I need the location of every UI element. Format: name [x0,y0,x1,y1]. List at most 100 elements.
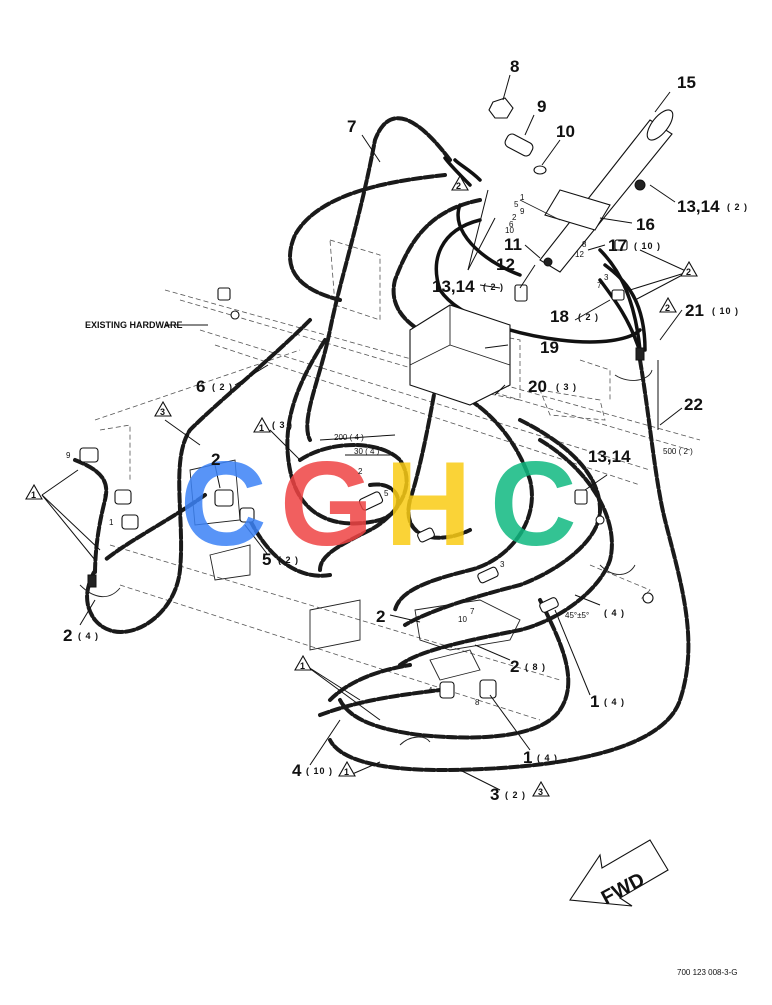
qty-label: ( 2 ) [727,202,748,212]
callout-18: 18 [550,307,569,326]
port-number: 10 [505,226,514,235]
note-triangle [680,260,698,277]
port-number: 8 [475,698,480,707]
callout-1-right: 1 [590,692,599,711]
port-number: 1 [109,518,114,527]
hose-2 [338,598,571,740]
leader-lines [41,74,689,791]
note-triangle [154,400,172,417]
manifold-19 [409,304,511,406]
hose-3 [85,318,312,634]
port-number: 7 [597,281,602,290]
port-number: 2 [512,213,517,222]
port-number: 5 [384,489,389,498]
dimension-500: 500 ( 2 ) [663,447,693,456]
qty-label: ( 4 ) [604,697,625,707]
port-number: 5 [103,493,108,502]
callout-20: 20 [528,377,547,396]
dimension-200: 200 ( 4 ) [334,433,364,442]
callout-13-14-mid: 13,14 [432,277,475,296]
fitting-9 [504,133,534,157]
note-triangles: 2 2 2 3 1 1 1 1 3 [25,174,698,797]
qty-label: ( 3 ) [272,420,293,430]
valve-cylinder [519,109,674,273]
qty-label: ( 2 ) [212,382,233,392]
triangle-label: 1 [31,490,36,500]
port-number: 7 [470,607,475,616]
port-number: 3 [604,273,609,282]
triangle-label: 3 [160,407,165,417]
qty-label: ( 10 ) [634,241,661,251]
note-triangle [25,483,43,500]
qty-label: ( 4 ) [537,753,558,763]
port-number: 1 [520,193,525,202]
watermark-letter: H [385,437,472,571]
port-number: 12 [575,250,584,259]
qty-label: ( 8 ) [525,662,546,672]
qty-label: ( 10 ) [712,306,739,316]
port-number: 4 [428,686,433,695]
note-triangle [253,416,271,433]
callout-9: 9 [537,97,546,116]
drawing-number: 700 123 008-3-G [677,968,738,977]
port-number: 9 [520,207,525,216]
callout-13-14-top: 13,14 [677,197,720,216]
triangle-label: 2 [686,267,691,277]
callout-17: 17 [608,236,627,255]
washer-10 [533,165,547,175]
triangle-label: 1 [344,767,349,777]
fittings [79,97,654,746]
callout-1-low: 1 [523,748,532,767]
callout-10: 10 [556,122,575,141]
triangle-label: 1 [259,423,264,433]
port-numbers: 1 5 9 2 6 10 8 12 3 7 9 5 1 5 2 3 7 10 4… [66,193,609,707]
port-number: 9 [66,451,71,460]
callout-21: 21 [685,301,704,320]
callout-19: 19 [540,338,559,357]
watermark-letter: C [490,437,577,571]
callout-2-far-left: 2 [63,626,72,645]
qty-label: ( 2 ) [505,790,526,800]
watermark: C G H C [180,437,577,571]
callout-2-center: 2 [376,607,385,626]
hose-assemblies [73,116,691,773]
dimension-30: 30 ( 4 ) [354,447,380,456]
fwd-arrow: FWD [569,839,669,909]
port-number: 8 [582,240,587,249]
port-number: 10 [458,615,467,624]
port-number: 5 [514,200,519,209]
note-triangle [338,760,356,777]
callout-6: 6 [196,377,205,396]
callout-11: 11 [504,235,522,254]
port-number: 6 [509,220,514,229]
triangle-label: 2 [456,181,461,191]
callout-15: 15 [677,73,696,92]
callout-12: 12 [496,255,515,274]
port-number: 2 [358,467,363,476]
dimension-notes: EXISTING HARDWARE 200 ( 4 ) 30 ( 4 ) 500… [85,320,738,977]
triangle-label: 2 [665,303,670,313]
callout-3: 3 [490,785,499,804]
hose-22 [328,358,691,773]
callout-7: 7 [347,117,356,136]
note-triangle [451,174,469,191]
hose-7 [305,116,452,442]
existing-hardware-label: EXISTING HARDWARE [85,320,183,330]
callout-labels: 8 9 10 15 7 13,14 ( 2 ) 16 17 ( 10 ) 11 … [63,57,748,804]
qty-label: ( 2 ) [483,282,504,292]
callout-2-right: 2 [510,657,519,676]
triangle-label: 1 [300,661,305,671]
qty-label: ( 4 ) [78,631,99,641]
callout-22: 22 [684,395,703,414]
watermark-letter: C [180,437,267,571]
callout-13-14-low: 13,14 [588,447,631,466]
callout-16: 16 [636,215,655,234]
qty-label: ( 2 ) [578,312,599,322]
qty-label: ( 2 ) [278,555,299,565]
callout-5: 5 [262,550,271,569]
qty-label: ( 10 ) [306,766,333,776]
angle-label: 45°±5° [565,611,589,620]
callout-2-left: 2 [211,450,220,469]
